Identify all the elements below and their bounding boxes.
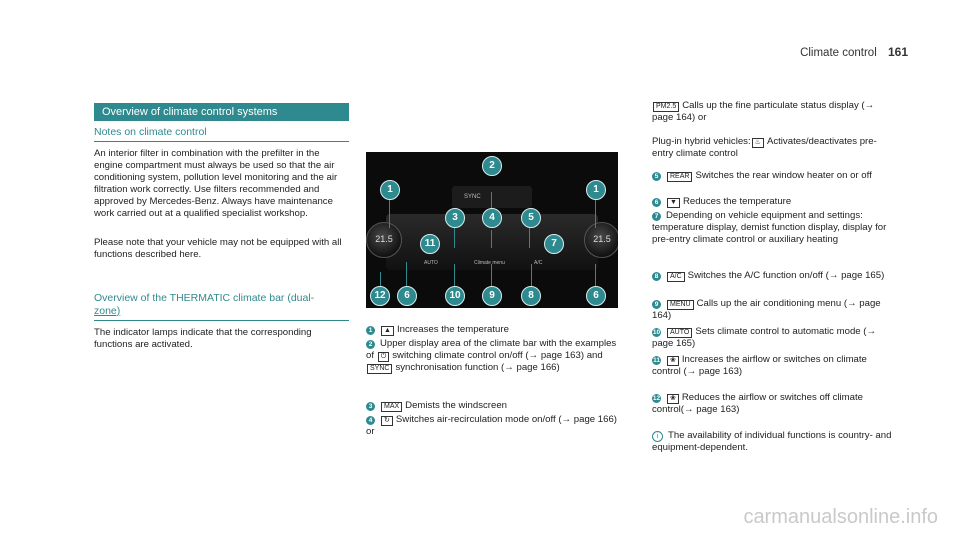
temp-knob-right: 21.5 [584,222,618,258]
overview-paragraph: The indicator lamps indicate that the co… [94,327,312,350]
callout-1-right: 1 [586,180,606,200]
list-item: 12❀Reduces the airflow or switches off c… [652,392,863,415]
temp-knob-left: 21.5 [366,222,402,258]
callout-10: 10 [445,286,465,306]
callout-8: 8 [521,286,541,306]
callout-12: 12 [370,286,390,306]
callout-5: 5 [521,208,541,228]
list-item: 6▼Reduces the temperature [652,196,892,208]
callout-4: 4 [482,208,502,228]
upper-display: SYNC [452,186,532,208]
watermark: carmanualsonline.info [743,506,938,528]
page-header: Climate control 161 [800,45,908,59]
list-item: 11❀Increases the airflow or switches on … [652,354,867,377]
page-number: 161 [887,45,908,59]
list-item: Plug-in hybrid vehicles:♨Activates/deact… [652,136,877,159]
list-item: 4↻Switches air-recirculation mode on/off… [366,414,617,437]
chapter-title: Climate control [800,47,877,59]
climate-bar-image: SYNC 21.5 21.5 AUTO Climate menu A/C 1 2… [366,152,618,308]
notes-paragraph: An interior filter in combination with t… [94,148,338,219]
callout-6-right: 6 [586,286,606,306]
notes-paragraph-2: Please note that your vehicle may not be… [94,237,342,260]
callout-3: 3 [445,208,465,228]
callout-2: 2 [482,156,502,176]
callout-11: 11 [420,234,440,254]
info-icon: i [652,431,663,442]
callout-1-left: 1 [380,180,400,200]
overview-heading: Overview of the THERMATIC climate bar (d… [94,292,349,321]
notes-heading: Notes on climate control [94,126,349,142]
callout-7: 7 [544,234,564,254]
list-item: 1▲Increases the temperature [366,324,620,336]
section-title: Overview of climate control systems [94,103,349,121]
callout-9: 9 [482,286,502,306]
callout-6-left: 6 [397,286,417,306]
